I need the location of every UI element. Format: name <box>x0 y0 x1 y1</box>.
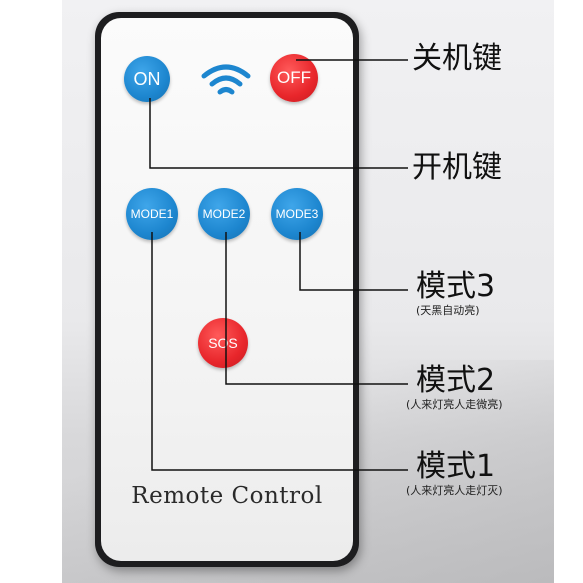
on-key-label: 开机键 <box>412 150 502 185</box>
mode3-note: (天黑自动亮) <box>416 304 480 317</box>
off-key-callout: 关机键 <box>412 42 502 76</box>
mode2-callout: 模式2 (人来灯亮人走微亮) <box>406 363 503 412</box>
wifi-icon <box>201 64 251 95</box>
off-key-label: 关机键 <box>412 41 502 76</box>
mode3-callout: 模式3 (天黑自动亮) <box>416 269 496 318</box>
off-button[interactable]: OFF <box>270 54 318 102</box>
mode1-note: (人来灯亮人走灯灭) <box>406 484 503 497</box>
on-button[interactable]: ON <box>124 56 170 102</box>
sos-button[interactable]: SOS <box>198 318 248 368</box>
mode2-label: 模式2 <box>416 363 496 398</box>
mode1-button[interactable]: MODE1 <box>126 188 178 240</box>
mode2-note: (人来灯亮人走微亮) <box>406 398 503 411</box>
on-key-callout: 开机键 <box>412 151 502 185</box>
mode3-button[interactable]: MODE3 <box>271 188 323 240</box>
mode1-callout: 模式1 (人来灯亮人走灯灭) <box>406 449 503 498</box>
remote-control-label: Remote Control <box>131 483 323 509</box>
mode3-label: 模式3 <box>416 269 496 304</box>
mode1-label: 模式1 <box>416 449 496 484</box>
mode2-button[interactable]: MODE2 <box>198 188 250 240</box>
